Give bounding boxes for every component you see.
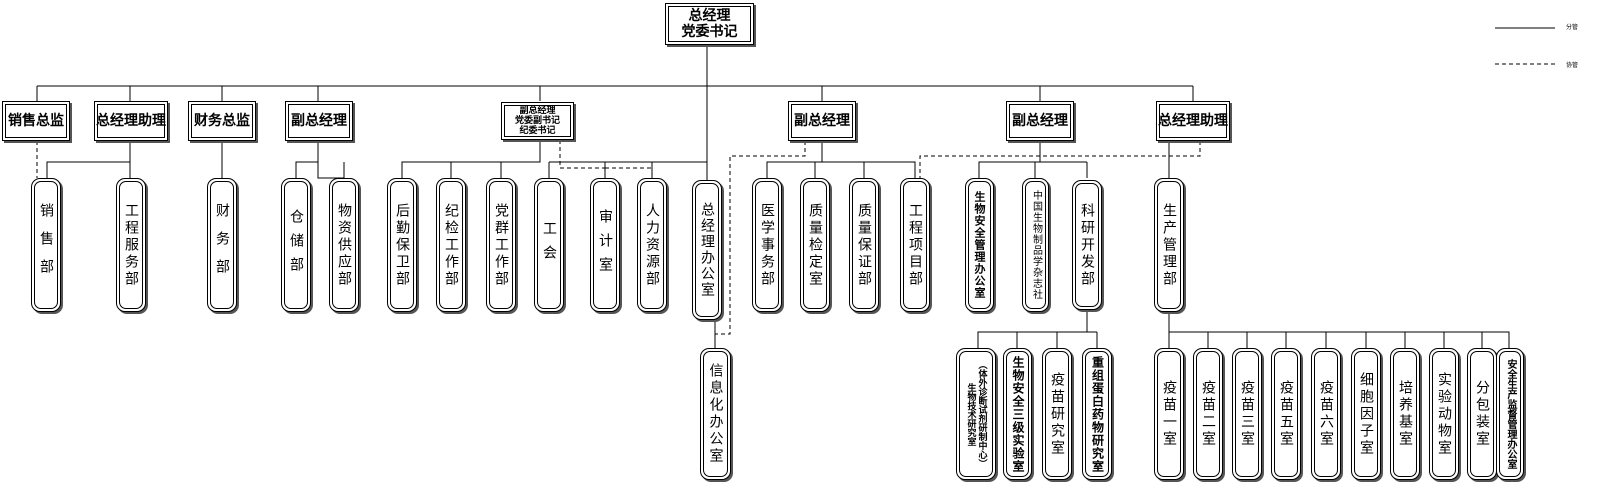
- dept-qa: 质量保证部: [849, 178, 879, 312]
- dept-supply: 物资供应部: [329, 178, 359, 312]
- dept-warehouse: 仓储部: [281, 178, 311, 312]
- gm-assistant-left-box: 总经理助理: [94, 101, 168, 141]
- deputy-gm-1-box: 副总经理: [285, 101, 353, 141]
- gm-assistant-right-box: 总经理助理: [1156, 101, 1230, 141]
- deputy-gm-2-box: 副总经理: [788, 101, 856, 141]
- legend-solid-label: 分管: [1566, 24, 1579, 31]
- dept-audit: 审计室: [590, 178, 620, 312]
- dept-biosafety: 生物安全管理办公室: [965, 178, 994, 312]
- dashed-audit: [559, 140, 653, 178]
- unit-cytokine: 细胞因子室: [1351, 348, 1381, 480]
- gm-party-secretary-box: 总经理 党委书记: [665, 3, 754, 45]
- dept-union: 工会: [534, 178, 564, 312]
- unit-vaccine-6: 疫苗六室: [1311, 348, 1341, 480]
- dept-production: 生产管理部: [1154, 178, 1184, 312]
- dept-logistics: 后勤保卫部: [387, 178, 417, 312]
- top-line1: 总经理: [688, 8, 731, 24]
- dept-hr: 人力资源部: [637, 178, 667, 312]
- dept-medical: 医学事务部: [752, 178, 782, 312]
- dept-party: 党群工作部: [486, 178, 516, 312]
- legend-dashed-label: 协管: [1566, 62, 1579, 69]
- unit-animal: 实验动物室: [1429, 348, 1459, 480]
- dept-journal: 中国生物制品学杂志社: [1022, 178, 1049, 312]
- deputy-party-box: 副总经理 党委副书记 纪委书记: [501, 102, 574, 140]
- unit-vaccine-2: 疫苗二室: [1193, 348, 1223, 480]
- unit-bsl3: 生物安全三级实验室: [1003, 348, 1032, 480]
- dept-discipline: 纪检工作部: [436, 178, 466, 312]
- top-line2: 党委书记: [681, 24, 738, 40]
- unit-media: 培养基室: [1390, 348, 1420, 480]
- finance-director-box: 财务总监: [188, 101, 256, 141]
- dept-finance: 财务部: [207, 178, 237, 312]
- deputy-gm-3-box: 副总经理: [1006, 101, 1074, 141]
- unit-vaccine-research: 疫苗研究室: [1042, 348, 1072, 480]
- unit-vaccine-5: 疫苗五室: [1271, 348, 1301, 480]
- unit-safety-office: 安全生产监督管理办公室: [1496, 348, 1524, 480]
- dashed-right-assistant: [919, 141, 1201, 178]
- unit-vaccine-3: 疫苗三室: [1232, 348, 1262, 480]
- unit-vaccine-1: 疫苗一室: [1154, 348, 1184, 480]
- dashed-medical: [715, 141, 806, 335]
- sales-director-box: 销售总监: [2, 101, 70, 141]
- dept-it-office: 信息化办公室: [700, 348, 731, 480]
- dept-project: 工程项目部: [900, 178, 930, 312]
- dept-qc: 质量检定室: [800, 178, 830, 312]
- unit-recombinant: 重组蛋白药物研究室: [1082, 348, 1112, 480]
- unit-packaging: 分包装室: [1467, 348, 1497, 480]
- unit-ivd: （体外诊断试剂研制中心） 生物技术研究室: [956, 348, 996, 480]
- dept-gm-office: 总经理办公室: [692, 180, 722, 320]
- dept-engineering-service: 工程服务部: [116, 178, 146, 312]
- dept-sales: 销售部: [31, 178, 61, 312]
- dept-rnd: 科研开发部: [1072, 180, 1102, 310]
